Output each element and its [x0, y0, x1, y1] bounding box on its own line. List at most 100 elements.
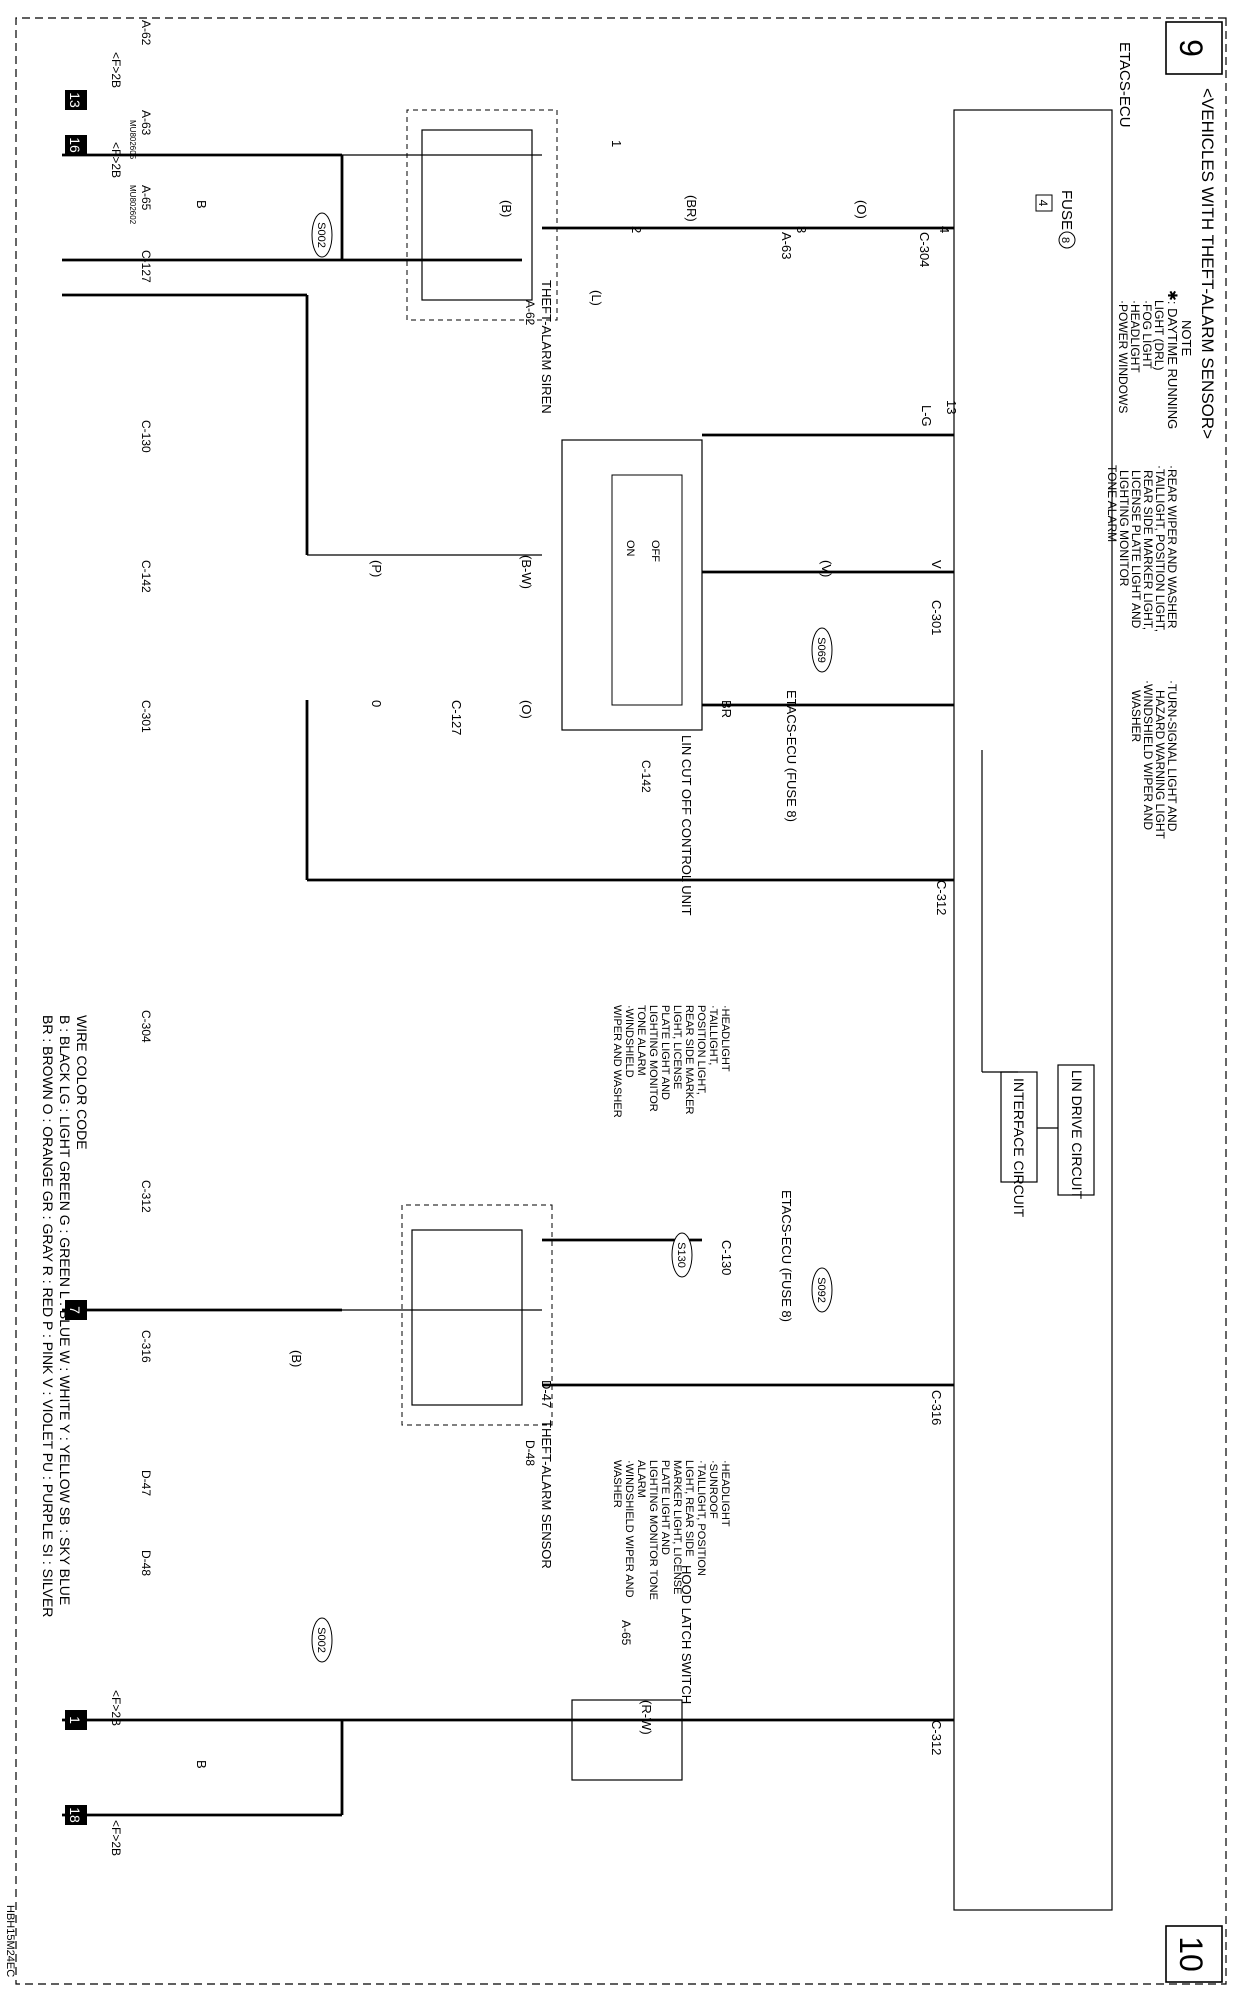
branch-item: ·HEADLIGHT	[719, 1005, 731, 1072]
note-block: NOTE ✱: DAYTIME RUNNING LIGHT (DRL) ·FOG…	[1105, 290, 1194, 840]
note-line: WASHER	[1129, 690, 1143, 743]
legend-title: WIRE COLOR CODE	[74, 1015, 90, 1150]
connector-view-label-c316: C-316	[139, 1330, 153, 1363]
splice-s002-bottom	[311, 1617, 333, 1663]
offpage-1	[65, 1710, 87, 1730]
connector-c312-top: C-312	[934, 880, 949, 915]
wire-label-b-sensor: (B)	[289, 1350, 304, 1367]
branch-list-s130: ·HEADLIGHT ·TAILLIGHT, POSITION LIGHT, R…	[611, 1005, 731, 1118]
sensor-circuit	[62, 1238, 954, 1817]
siren-label: THEFT-ALARM SIREN	[539, 280, 554, 414]
a65-part-number: MU802602	[128, 185, 137, 225]
lin-drive-label: LIN DRIVE CIRCUIT	[1069, 1070, 1085, 1200]
offpage-18	[65, 1805, 87, 1825]
offpage-f2b-16: <F>2B	[109, 142, 123, 178]
theft-alarm-sensor-box	[411, 1229, 523, 1406]
pin-1: 1	[609, 140, 624, 147]
note-line: ·TURN-SIGNAL LIGHT AND	[1165, 680, 1179, 832]
diagram-title: <VEHICLES WITH THEFT-ALARM SENSOR>	[1198, 88, 1217, 439]
wire-label-l: (L)	[589, 290, 604, 306]
branch-item: ALARM	[635, 1460, 647, 1498]
connector-view-label-a65: A-65	[139, 185, 153, 211]
branch-item: LIGHT, LICENSE	[671, 1005, 683, 1089]
sensor-id: D-48	[523, 1440, 537, 1466]
offpage-16	[65, 135, 87, 155]
note-line: HAZARD WARNING LIGHT	[1153, 690, 1167, 840]
connector-view-label-c304: C-304	[139, 1010, 153, 1043]
connector-c304: C-304	[917, 232, 932, 267]
offpage-f2b-18: <F>2B	[109, 1820, 123, 1856]
siren-connector-outline	[406, 109, 558, 321]
note-line: REAR SIDE MARKER LIGHT,	[1141, 470, 1155, 630]
hood-latch-label: HOOD LATCH SWITCH	[679, 1565, 694, 1704]
branch-item: POSITION LIGHT,	[695, 1005, 707, 1095]
connector-view-label-d48: D-48	[139, 1550, 153, 1576]
connector-d47: D-47	[539, 1380, 554, 1408]
wire-label-b-plain: B	[194, 200, 209, 209]
branch-item: ·HEADLIGHT	[719, 1460, 731, 1527]
wire-label-br-mid: BR	[719, 700, 734, 718]
offpage-1-label: 1	[67, 1716, 83, 1724]
switch-off: OFF	[649, 540, 661, 562]
connector-c301: C-301	[929, 600, 944, 635]
offpage-16-label: 16	[67, 137, 83, 153]
interface-circuit	[1000, 1071, 1038, 1183]
connector-view-label-d47: D-47	[139, 1470, 153, 1496]
splice-s069	[811, 627, 833, 673]
offpage-7-label: 7	[67, 1306, 83, 1314]
note-line: ·TAILLIGHT, POSITION LIGHT,	[1153, 465, 1167, 632]
splice-s092-label: S092	[815, 1277, 827, 1303]
connector-views: A-62 A-63 A-65 MU802605 MU802602 C-127 C…	[128, 20, 153, 1576]
branch-item: MARKER LIGHT, LICENSE	[671, 1460, 683, 1594]
connector-view-label-c301: C-301	[139, 700, 153, 733]
branch-item: PLATE LIGHT AND	[659, 1005, 671, 1100]
connector-view-label-a63: A-63	[139, 110, 153, 136]
connector-c312-right: C-312	[929, 1720, 944, 1755]
page-number-start: 9	[1173, 39, 1209, 57]
splice-s002-top	[311, 212, 333, 258]
branch-item: LIGHT, REAR SIDE	[683, 1460, 695, 1557]
splice-s069-label: S069	[815, 637, 827, 663]
etacs-fuse-ref-right: ETACS-ECU (FUSE 8)	[779, 1190, 794, 1322]
connector-view-label-c142: C-142	[139, 560, 153, 593]
siren-circuit	[62, 153, 954, 880]
connector-a63: A-63	[779, 232, 794, 259]
splice-s002-label: S002	[315, 222, 327, 248]
branch-item: LIGHTING MONITOR TONE	[647, 1460, 659, 1600]
connector-view-label-c127: C-127	[139, 250, 153, 283]
pin-2: 2	[629, 226, 644, 233]
note-heading: NOTE	[1179, 320, 1194, 356]
note-line: LICENSE PLATE LIGHT AND	[1129, 470, 1143, 629]
note-line: ·WINDSHIELD WIPER AND	[1141, 680, 1155, 830]
legend-row-1: B : BLACK LG : LIGHT GREEN G : GREEN L :…	[57, 1015, 73, 1605]
theft-alarm-siren-box	[421, 129, 533, 301]
fuse-ref-num: 4	[1036, 200, 1050, 207]
connector-c316: C-316	[929, 1390, 944, 1425]
legend-row-2: BR : BROWN O : ORANGE GR : GRAY R : RED …	[40, 1015, 56, 1617]
fuse-label: FUSE	[1058, 190, 1075, 230]
page-num-box-9	[1165, 21, 1223, 75]
a63-part-number: MU802605	[128, 120, 137, 160]
wire-label-v: V	[929, 560, 944, 569]
connector-view-label-a62: A-62	[139, 20, 153, 46]
note-line: ·POWER WINDOWS	[1116, 300, 1130, 413]
doc-code: HBH15M24EC	[4, 1905, 16, 1977]
note-star-line: ✱: DAYTIME RUNNING	[1165, 290, 1180, 429]
lin-cutoff-label: LIN CUT OFF CONTROL UNIT	[679, 735, 694, 916]
pin-3: 3	[794, 226, 809, 233]
lin-drive-circuit	[1057, 1064, 1095, 1196]
diagram-frame	[15, 17, 1227, 1985]
fuse-circle	[1058, 231, 1076, 249]
splice-s002-bottom-label: S002	[315, 1627, 327, 1653]
branch-list-s092: ·HEADLIGHT ·SUNROOF ·TAILLIGHT, POSITION…	[611, 1460, 731, 1600]
branch-item: WASHER	[611, 1460, 623, 1508]
wire-label-v-p: (V)	[819, 560, 834, 577]
splice-s130-label: S130	[675, 1242, 687, 1268]
page-number-end: 10	[1173, 1936, 1209, 1972]
branch-item: LIGHTING MONITOR	[647, 1005, 659, 1112]
etacs-ecu-box	[953, 109, 1113, 1911]
offpage-f2b-13: <F>2B	[109, 52, 123, 88]
fuse-ref-box	[1035, 194, 1053, 212]
fuse-number: 8	[1059, 237, 1071, 243]
branch-item: ·WINDSHIELD	[623, 1005, 635, 1078]
